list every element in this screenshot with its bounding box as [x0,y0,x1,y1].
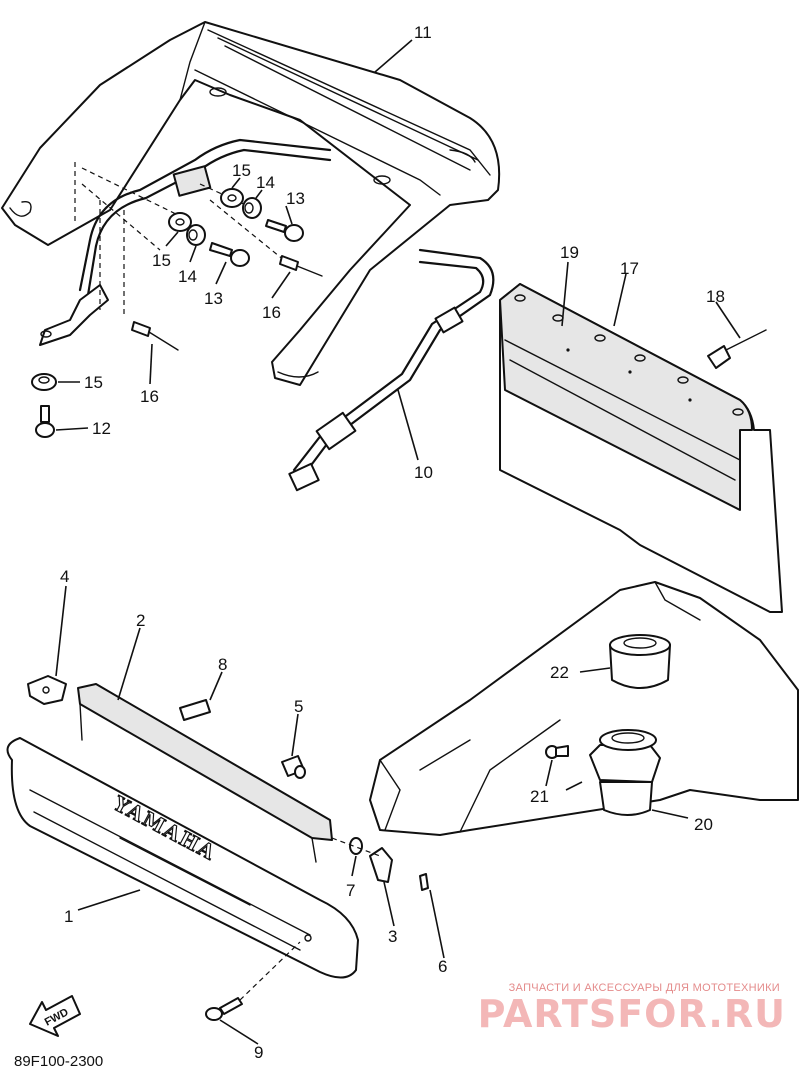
plate-part-2 [77,683,333,863]
callout-16-left: 16 [140,387,159,406]
callout-4: 4 [60,567,69,586]
watermark-site: PARTSFOR.RU [477,992,786,1036]
callout-3: 3 [388,927,397,946]
watermark-tagline: ЗАПЧАСТИ И АКСЕССУАРЫ ДЛЯ МОТОТЕХНИКИ [508,982,780,994]
leader-lines [55,39,741,1045]
tank-part-20 [369,581,799,836]
emblem-part-8 [179,699,211,721]
callout-14-upper: 14 [256,173,275,192]
callout-labels: 11 15 14 13 15 14 13 16 15 16 12 10 19 1… [60,23,725,1062]
clip-part-18 [707,329,767,369]
diagram-code: 89F100-2300 [14,1053,103,1070]
callout-6: 6 [438,957,447,976]
fasteners-upper [31,188,323,438]
callout-16-right: 16 [262,303,281,322]
callout-19: 19 [560,243,579,262]
callout-7: 7 [346,881,355,900]
callout-9: 9 [254,1043,263,1062]
callout-5: 5 [294,697,303,716]
callout-13-upper: 13 [286,189,305,208]
callout-22: 22 [550,663,569,682]
callout-15-lower: 15 [152,251,171,270]
callout-14-lower: 14 [178,267,197,286]
small-parts-lower [205,837,429,1021]
callout-1: 1 [64,907,73,926]
callout-13-lower: 13 [204,289,223,308]
callout-21: 21 [530,787,549,806]
callout-11: 11 [414,23,432,42]
callout-8: 8 [218,655,227,674]
callout-17: 17 [620,259,639,278]
frame-stay-part-10 [39,138,495,492]
rear-flap-part-17 [499,283,783,613]
callout-18: 18 [706,287,725,306]
callout-15-standalone: 15 [84,373,103,392]
grab-rail-part-11 [1,21,501,386]
callout-15-upper: 15 [232,161,251,180]
callout-10: 10 [414,463,433,482]
assembly-guide-lines-upper [74,162,291,315]
forward-arrow-icon: FWD [29,995,81,1037]
callout-20: 20 [694,815,713,834]
callout-12: 12 [92,419,111,438]
screw-part-5 [281,755,306,779]
bracket-part-4 [27,675,67,705]
callout-2: 2 [136,611,145,630]
